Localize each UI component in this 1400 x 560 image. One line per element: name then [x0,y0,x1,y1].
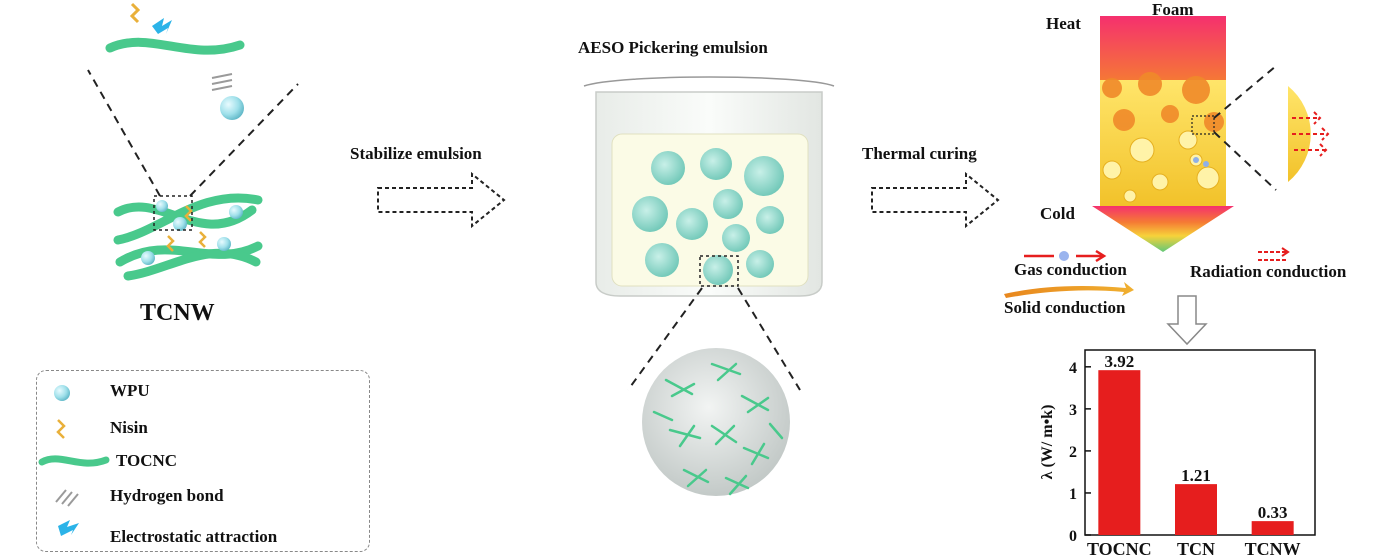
droplet [676,208,708,240]
droplet [645,243,679,277]
tocnc-fiber [113,193,263,245]
legend-tocnc-icon [38,455,110,467]
tcnw-label: TCNW [140,300,215,326]
droplet [703,255,733,285]
stabilize-arrow [377,171,506,229]
droplet [651,151,685,185]
wpu-sphere-icon [220,96,244,120]
zoom-box [153,195,193,231]
y-tick-label: 4 [1069,360,1077,377]
wpu-sphere [156,200,168,212]
pickering-droplet-zoom [642,348,790,496]
y-tick-label: 1 [1069,486,1077,503]
nisin [184,205,193,222]
x-tick-label: TCNW [1245,539,1301,559]
legend-label-tocnc: TOCNC [116,451,178,470]
data-label: 0.33 [1258,503,1288,522]
droplet [722,224,750,252]
zoom-line-right [189,83,299,197]
legend-label-hydrogen-bond: Hydrogen bond [110,486,224,505]
droplet [713,189,743,219]
x-tick-label: TOCNC [1087,539,1152,559]
nisin [166,235,175,252]
bar-tcn [1175,484,1217,535]
y-tick-label: 0 [1069,528,1077,545]
droplet [756,206,784,234]
emulsion-droplets [632,148,784,287]
data-label: 3.92 [1104,352,1134,371]
gas-conduction-label: Gas conduction [1014,260,1127,279]
foam-label: Foam [1152,0,1194,19]
droplet [700,148,732,180]
y-tick-label: 2 [1069,444,1077,461]
solid-conduction-icon [1004,282,1134,298]
wpu-sphere [217,237,231,251]
solid-conduction-label: Solid conduction [1004,298,1126,317]
thermal-curing-label: Thermal curing [862,144,977,163]
droplet [746,250,774,278]
wpu-sphere [173,217,187,231]
legend-hydrogen-bond-icon [55,489,79,507]
foam-block [1092,16,1234,252]
tcnw-structure [87,2,299,281]
hydrogen-bond-icon [211,73,233,91]
stabilize-emulsion-label: Stabilize emulsion [350,144,482,163]
legend [36,370,370,552]
legend-wpu-icon [54,385,70,401]
bar-tcnw [1251,521,1294,535]
wpu-sphere [229,205,243,219]
bar-tocnc [1098,370,1141,535]
y-axis-label: λ (W/ m•k) [1039,405,1056,480]
lightning-icon [152,18,172,34]
down-arrow [1166,295,1208,346]
zoom-line-left [87,69,161,197]
zoom-line-right [737,287,801,391]
nisin-icon [129,2,141,24]
tocnc-fiber-top [105,37,245,55]
legend-label-electrostatic: Electrostatic attraction [110,527,278,546]
wpu-sphere [141,251,155,265]
pore-zoom [1288,86,1330,182]
tocnc-fiber [123,248,261,281]
radiation-conduction-label: Radiation conduction [1190,262,1347,281]
zoom-line-left [627,287,703,391]
legend-nisin-icon [56,419,66,439]
nisin [198,231,207,248]
droplet [744,156,784,196]
radiation-conduction-icon [1258,247,1290,261]
y-tick-label: 3 [1069,402,1077,419]
zoom-box [699,255,739,287]
data-label: 1.21 [1181,466,1211,485]
droplet [632,196,668,232]
heat-flow-arrow [1092,206,1234,252]
gas-conduction-icon [1024,249,1107,263]
zoom-line-bottom [1213,131,1277,191]
legend-label-nisin: Nisin [110,418,148,437]
heat-label: Heat [1046,14,1081,33]
x-tick-label: TCN [1177,539,1215,559]
thermal-curing-arrow [871,171,1000,229]
legend-lightning-icon [58,520,79,536]
emulsion-title: AESO Pickering emulsion [578,38,768,57]
cold-label: Cold [1040,204,1075,223]
legend-label-wpu: WPU [110,381,150,400]
